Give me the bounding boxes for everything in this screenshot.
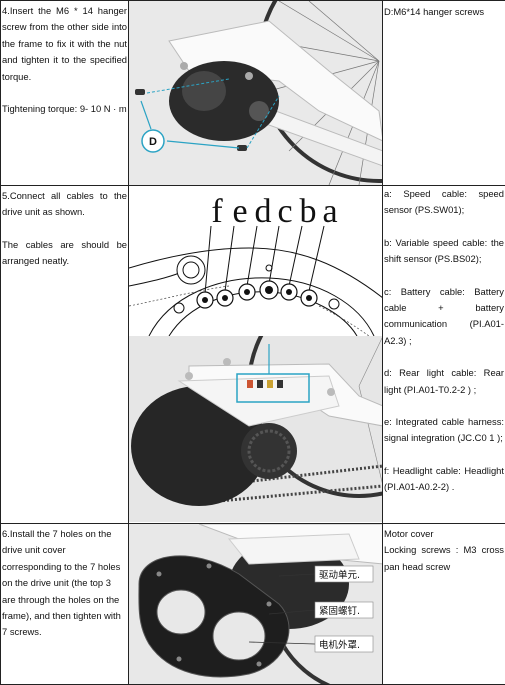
label-fastening-screw: 紧固螺钉. [319, 606, 360, 617]
part-f: f: Headlight cable: Headlight (PI.A01-A0… [384, 463, 504, 496]
step-4-torque: Tightening torque: 9- 10 N · m [2, 101, 127, 117]
step-4-instruction: 4.Insert the M6 * 14 hanger screw from t… [2, 3, 127, 85]
step-4-illustration: D [129, 1, 382, 185]
step-5-text-cell: 5.Connect all cables to the drive unit a… [1, 186, 129, 524]
step-5-row: 5.Connect all cables to the drive unit a… [1, 186, 505, 524]
step-4-row: 4.Insert the M6 * 14 hanger screw from t… [1, 1, 505, 186]
step-4-image-cell: D [129, 1, 383, 186]
connector-letter-e: e [232, 193, 247, 230]
step-6-image-cell: 驱动单元. 紧固螺钉. 电机外罩. [129, 524, 383, 685]
connector-letter-b: b [300, 193, 317, 230]
motor-cover-illustration: 驱动单元. 紧固螺钉. 电机外罩. [129, 524, 382, 684]
label-drive-unit: 驱动单元. [319, 569, 360, 581]
connector-letter-f: f [211, 193, 223, 230]
step-6-row: 6.Install the 7 holes on the drive unit … [1, 524, 505, 685]
step-5-parts-cell: a: Speed cable: speed sensor (PS.SW01); … [383, 186, 505, 524]
step-6-instruction: 6.Install the 7 holes on the drive unit … [2, 526, 127, 641]
label-motor-cover: 电机外罩. [319, 639, 360, 651]
step-4-text-cell: 4.Insert the M6 * 14 hanger screw from t… [1, 1, 129, 186]
part-d-cable: d: Rear light cable: Rear light (PI.A01-… [384, 365, 504, 398]
step-5-instruction: 5.Connect all cables to the drive unit a… [2, 188, 127, 221]
part-a: a: Speed cable: speed sensor (PS.SW01); [384, 186, 504, 219]
part-e: e: Integrated cable harness: signal inte… [384, 414, 504, 447]
connector-diagram: f e d c b a [129, 186, 382, 522]
connector-letter-a: a [322, 193, 337, 230]
connector-letter-d: d [255, 193, 272, 230]
callout-label: D [149, 136, 157, 148]
step-5-image-cell: f e d c b a [129, 186, 383, 524]
part-c: c: Battery cable: Battery cable + batter… [384, 284, 504, 350]
step-6-text-cell: 6.Install the 7 holes on the drive unit … [1, 524, 129, 685]
part-d: D:M6*14 hanger screws [384, 4, 504, 20]
cable-photo [129, 336, 383, 522]
step-5-note: The cables are should be arranged neatly… [2, 237, 127, 270]
parts-detail: Locking screws : M3 cross pan head screw [384, 542, 504, 575]
step-6-parts-cell: Motor cover Locking screws : M3 cross pa… [383, 524, 505, 685]
step-4-parts-cell: D:M6*14 hanger screws [383, 1, 505, 186]
parts-title: Motor cover [384, 526, 504, 542]
connector-letter-c: c [277, 193, 292, 230]
part-b: b: Variable speed cable: the shift senso… [384, 235, 504, 268]
